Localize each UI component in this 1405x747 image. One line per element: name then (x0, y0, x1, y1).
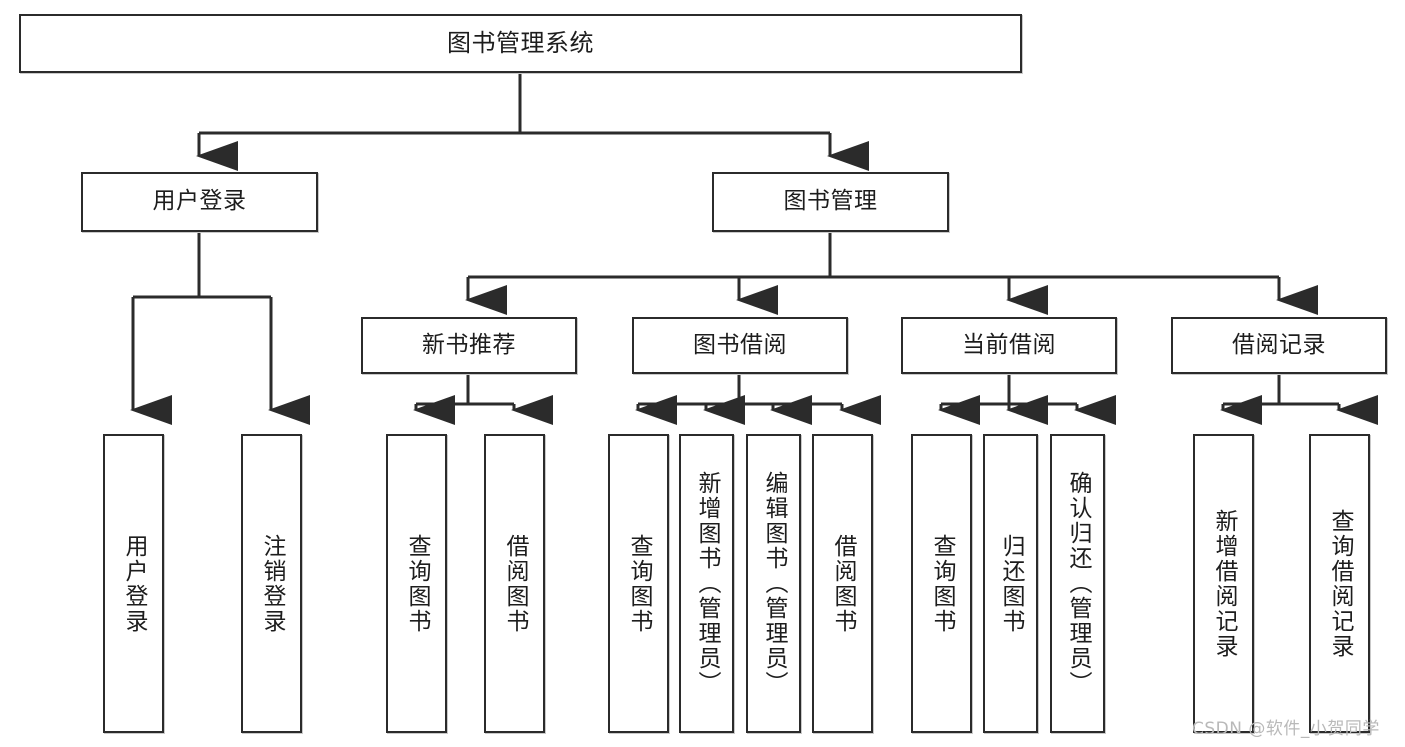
node-leaf-borrow-book-1-label: 借阅图书 (502, 533, 528, 634)
node-book-manage-label: 图书管理 (783, 188, 878, 215)
node-leaf-return-book[interactable]: 归还图书 (983, 434, 1038, 733)
node-leaf-query-book-2-label: 查询图书 (626, 533, 652, 634)
node-book-manage[interactable]: 图书管理 (712, 172, 949, 232)
node-borrow-record[interactable]: 借阅记录 (1171, 317, 1387, 374)
node-book-borrow-label: 图书借阅 (693, 331, 787, 358)
node-root-label: 图书管理系统 (447, 29, 594, 58)
node-leaf-borrow-book-1[interactable]: 借阅图书 (484, 434, 545, 733)
node-leaf-confirm-return[interactable]: 确认归还（管理员） (1050, 434, 1105, 733)
node-user-login-label: 用户登录 (152, 188, 247, 215)
node-leaf-query-book-1-label: 查询图书 (404, 533, 430, 634)
node-leaf-query-record[interactable]: 查询借阅记录 (1309, 434, 1370, 733)
node-leaf-add-record[interactable]: 新增借阅记录 (1193, 434, 1254, 733)
node-root[interactable]: 图书管理系统 (19, 14, 1022, 73)
node-leaf-query-book-3[interactable]: 查询图书 (911, 434, 972, 733)
watermark-text: CSDN @软件_小贺同学 (1192, 719, 1380, 739)
node-user-login[interactable]: 用户登录 (81, 172, 318, 232)
node-leaf-query-record-label: 查询借阅记录 (1327, 508, 1353, 659)
node-leaf-borrow-book-2-label: 借阅图书 (830, 533, 856, 634)
node-leaf-confirm-return-label: 确认归还（管理员） (1065, 471, 1091, 696)
node-leaf-query-book-1[interactable]: 查询图书 (386, 434, 447, 733)
node-leaf-query-book-3-label: 查询图书 (929, 533, 955, 634)
node-book-borrow[interactable]: 图书借阅 (632, 317, 848, 374)
node-borrow-record-label: 借阅记录 (1232, 331, 1326, 358)
node-leaf-edit-book[interactable]: 编辑图书（管理员） (746, 434, 801, 733)
node-new-book-rec-label: 新书推荐 (422, 331, 516, 358)
node-leaf-user-login-label: 用户登录 (121, 533, 147, 634)
node-leaf-query-book-2[interactable]: 查询图书 (608, 434, 669, 733)
node-leaf-return-book-label: 归还图书 (998, 533, 1024, 634)
node-leaf-add-book-label: 新增图书（管理员） (694, 471, 720, 696)
node-leaf-edit-book-label: 编辑图书（管理员） (761, 471, 787, 696)
node-leaf-add-record-label: 新增借阅记录 (1211, 508, 1237, 659)
node-leaf-logout-label: 注销登录 (259, 533, 285, 634)
node-leaf-add-book[interactable]: 新增图书（管理员） (679, 434, 734, 733)
node-current-borrow-label: 当前借阅 (962, 331, 1056, 358)
node-leaf-borrow-book-2[interactable]: 借阅图书 (812, 434, 873, 733)
node-current-borrow[interactable]: 当前借阅 (901, 317, 1117, 374)
node-new-book-rec[interactable]: 新书推荐 (361, 317, 577, 374)
node-leaf-logout[interactable]: 注销登录 (241, 434, 302, 733)
node-leaf-user-login[interactable]: 用户登录 (103, 434, 164, 733)
